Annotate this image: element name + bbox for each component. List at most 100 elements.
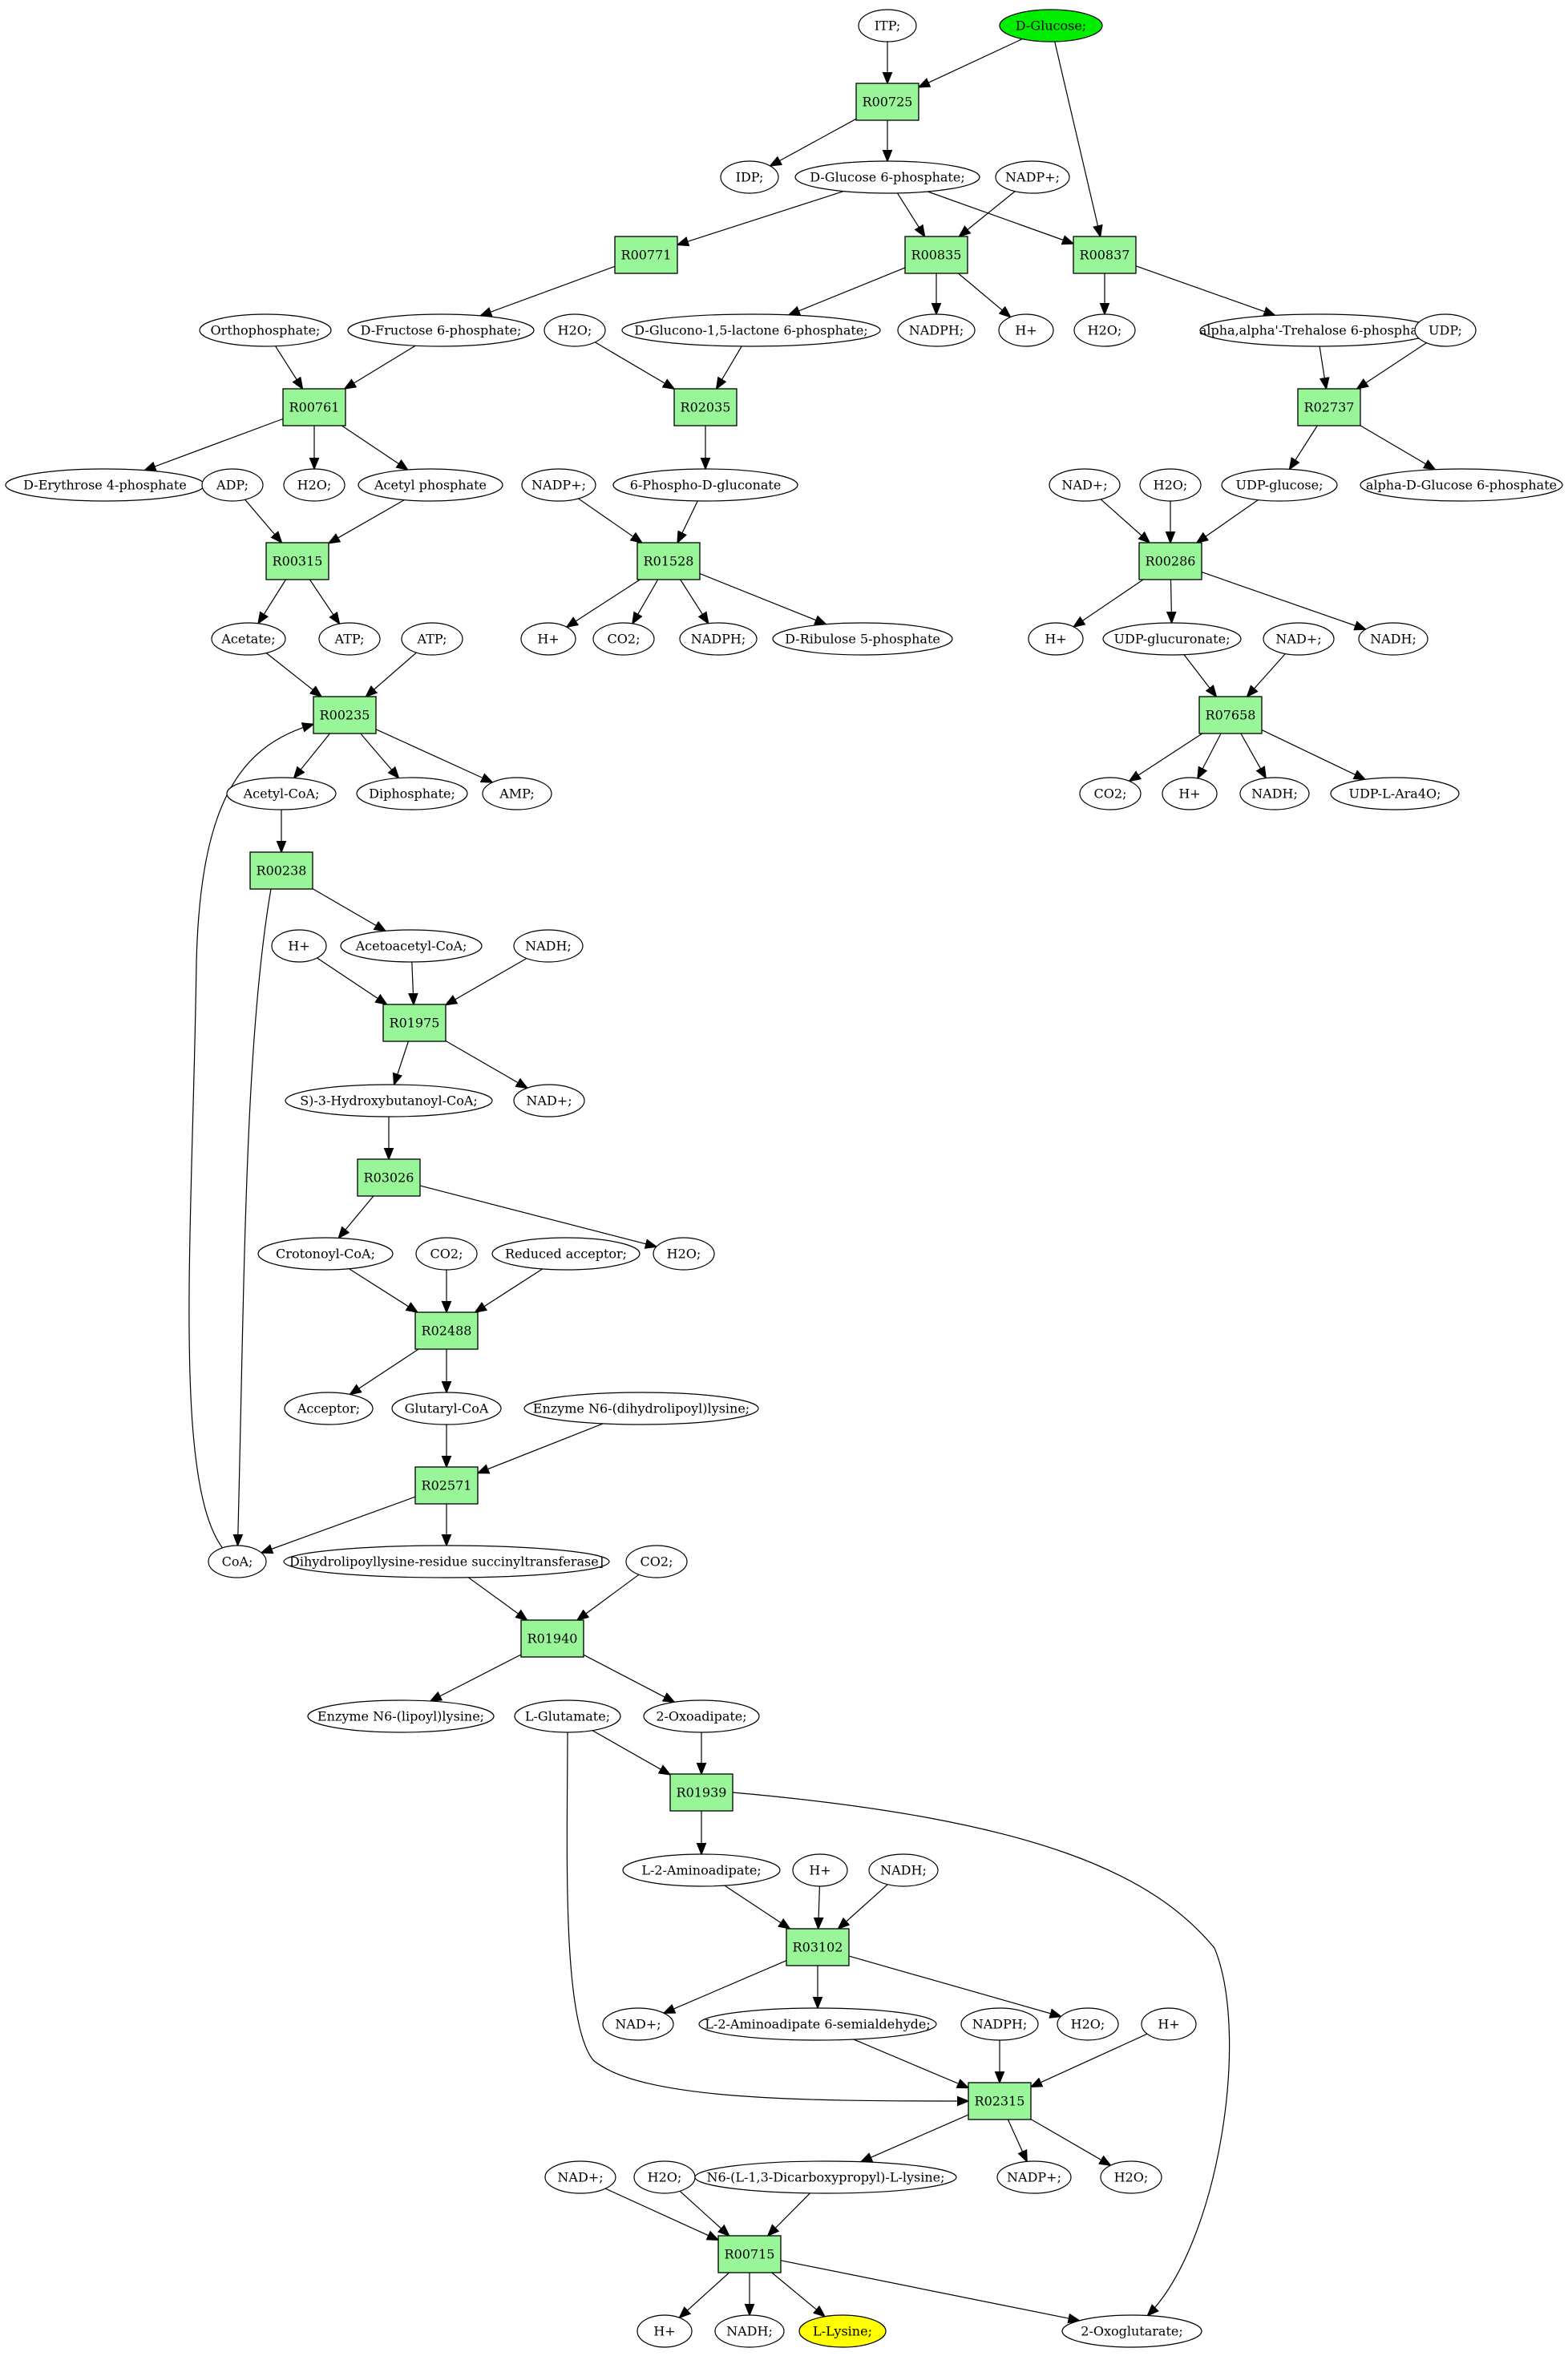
reaction-node-R02488[interactable]: R02488	[414, 1311, 479, 1350]
compound-node-redacc[interactable]: Reduced acceptor;	[491, 1237, 641, 1271]
compound-node-acceptor[interactable]: Acceptor;	[284, 1392, 374, 1425]
compound-node-nadph_d[interactable]: NADPH;	[960, 2007, 1039, 2041]
compound-node-f6p[interactable]: D-Fructose 6-phosphate;	[347, 313, 535, 347]
compound-node-llysine[interactable]: L-Lysine;	[798, 2314, 887, 2348]
reaction-node-R00286[interactable]: R00286	[1138, 542, 1202, 580]
compound-node-lglutamate[interactable]: L-Glutamate;	[514, 1699, 621, 1733]
compound-node-co2_c[interactable]: CO2;	[415, 1237, 478, 1271]
compound-node-nadh_a[interactable]: NADH;	[1358, 622, 1429, 656]
reaction-node-R00835[interactable]: R00835	[904, 236, 968, 274]
reaction-node-R00235[interactable]: R00235	[313, 696, 377, 734]
compound-node-ag6p[interactable]: alpha-D-Glucose 6-phosphate	[1360, 468, 1563, 502]
compound-node-nadh_c[interactable]: NADH;	[513, 929, 584, 963]
reaction-node-R00315[interactable]: R00315	[265, 542, 329, 580]
compound-node-amp[interactable]: AMP;	[482, 777, 552, 810]
reaction-node-R00725[interactable]: R00725	[855, 83, 919, 121]
compound-node-co2_a[interactable]: CO2;	[592, 622, 655, 656]
compound-node-hplus_d[interactable]: H+	[1162, 777, 1218, 810]
compound-node-acetate[interactable]: Acetate;	[211, 622, 286, 656]
compound-node-nadp1[interactable]: NADP+;	[995, 160, 1070, 194]
compound-node-h2o_a[interactable]: H2O;	[544, 313, 606, 347]
compound-node-aminoadipate[interactable]: L-2-Aminoadipate;	[622, 1853, 781, 1887]
compound-node-oxoglutarate[interactable]: 2-Oxoglutarate;	[1061, 2314, 1202, 2348]
compound-node-h2o_b[interactable]: H2O;	[1073, 313, 1136, 347]
compound-node-diphosphate[interactable]: Diphosphate;	[356, 777, 468, 810]
reaction-node-R02035[interactable]: R02035	[673, 388, 738, 426]
compound-node-hydroxybut[interactable]: S)-3-Hydroxybutanoyl-CoA;	[285, 1084, 493, 1117]
compound-node-g6p[interactable]: D-Glucose 6-phosphate;	[794, 160, 980, 194]
compound-node-erythrose[interactable]: D-Erythrose 4-phosphate	[5, 468, 205, 502]
reaction-node-R00715[interactable]: R00715	[717, 2235, 782, 2273]
compound-node-nadph_c[interactable]: NADH;	[868, 1853, 939, 1887]
compound-node-udpara[interactable]: UDP-L-Ara4O;	[1330, 777, 1460, 810]
compound-node-nad_e[interactable]: NAD+;	[544, 2160, 616, 2194]
compound-node-hplus_h[interactable]: H+	[636, 2314, 693, 2348]
compound-node-oxoadipate[interactable]: 2-Oxoadipate;	[643, 1699, 760, 1733]
compound-node-h2o_c[interactable]: H2O;	[283, 468, 346, 502]
compound-node-nadh_b[interactable]: NADH;	[1239, 777, 1310, 810]
compound-node-enzdihydro[interactable]: Enzyme N6-(dihydrolipoyl)lysine;	[523, 1392, 759, 1425]
compound-node-phosphogluconate[interactable]: 6-Phospho-D-gluconate	[612, 468, 798, 502]
compound-node-acetylcoa[interactable]: Acetyl-CoA;	[226, 777, 337, 810]
reaction-node-R03026[interactable]: R03026	[357, 1158, 421, 1197]
compound-node-nad_d[interactable]: NAD+;	[602, 2007, 674, 2041]
compound-node-acetoacetyl[interactable]: Acetoacetyl-CoA;	[340, 929, 483, 963]
reaction-node-R07658[interactable]: R07658	[1198, 696, 1263, 734]
compound-node-adp[interactable]: ADP;	[201, 468, 264, 502]
reaction-node-R01939[interactable]: R01939	[669, 1773, 733, 1812]
compound-node-h2o_d[interactable]: H2O;	[1139, 468, 1202, 502]
compound-node-udp[interactable]: UDP;	[1414, 313, 1477, 347]
reaction-node-R01940[interactable]: R01940	[520, 1619, 584, 1658]
compound-node-nadp3[interactable]: NADP+;	[996, 2160, 1072, 2194]
compound-node-coa[interactable]: CoA;	[208, 1545, 267, 1578]
reaction-node-R03102[interactable]: R03102	[786, 1928, 850, 1966]
compound-node-ortho[interactable]: Orthophosphate;	[199, 313, 332, 347]
compound-node-dihydrolipoyl[interactable]: Dihydrolipoyllysine-residue succinyltran…	[283, 1545, 610, 1578]
reaction-node-R00761[interactable]: R00761	[282, 388, 346, 426]
compound-node-saccharopine[interactable]: N6-(L-1,3-Dicarboxypropyl)-L-lysine;	[694, 2160, 957, 2194]
compound-node-atp_a[interactable]: ATP;	[318, 622, 381, 656]
compound-node-acetylp[interactable]: Acetyl phosphate	[358, 468, 503, 502]
reaction-node-R02737[interactable]: R02737	[1297, 388, 1361, 426]
compound-node-glucono[interactable]: D-Glucono-1,5-lactone 6-phosphate;	[621, 313, 881, 347]
compound-node-hplus_e[interactable]: H+	[271, 929, 327, 963]
compound-node-trehalose6p[interactable]: alpha,alpha'-Trehalose 6-phosphate;	[1199, 313, 1435, 347]
compound-node-co2_b[interactable]: CO2;	[1079, 777, 1142, 810]
compound-node-hplus_f[interactable]: H+	[792, 1853, 848, 1887]
compound-node-semialdehyde[interactable]: L-2-Aminoadipate 6-semialdehyde;	[698, 2007, 937, 2041]
compound-node-itp[interactable]: ITP;	[858, 9, 917, 42]
compound-node-idp[interactable]: IDP;	[720, 160, 779, 194]
compound-node-hplus_c[interactable]: H+	[1028, 622, 1084, 656]
compound-node-nad_b[interactable]: NAD+;	[1263, 622, 1335, 656]
compound-node-h2o_e[interactable]: H2O;	[653, 1237, 715, 1271]
reaction-node-R00771[interactable]: R00771	[614, 236, 678, 274]
compound-node-nadh_d[interactable]: NADH;	[714, 2314, 785, 2348]
compound-node-h2o_g[interactable]: H2O;	[633, 2160, 696, 2194]
reaction-node-R01528[interactable]: R01528	[636, 542, 701, 580]
compound-node-nadph_a[interactable]: NADPH;	[897, 313, 976, 347]
reaction-node-R00238[interactable]: R00238	[249, 851, 313, 890]
compound-node-nad_a[interactable]: NAD+;	[1049, 468, 1121, 502]
reaction-node-R02571[interactable]: R02571	[414, 1466, 479, 1505]
compound-node-glutarylcoa[interactable]: Glutaryl-CoA	[391, 1392, 502, 1425]
compound-node-nad_c[interactable]: NAD+;	[513, 1084, 585, 1117]
compound-node-udpglucose[interactable]: UDP-glucose;	[1221, 468, 1338, 502]
compound-node-co2_d[interactable]: CO2;	[625, 1545, 688, 1578]
reaction-node-R00837[interactable]: R00837	[1073, 236, 1137, 274]
compound-node-hplus_a[interactable]: H+	[998, 313, 1054, 347]
compound-node-udpgluc[interactable]: UDP-glucuronate;	[1102, 622, 1242, 656]
compound-node-dglucose[interactable]: D-Glucose;	[999, 9, 1103, 42]
reaction-node-R01975[interactable]: R01975	[382, 1004, 447, 1042]
compound-node-hplus_b[interactable]: H+	[520, 622, 576, 656]
compound-node-h2o_f[interactable]: H2O;	[1057, 2007, 1119, 2041]
compound-node-ribulose[interactable]: D-Ribulose 5-phosphate	[772, 622, 953, 656]
compound-node-nadph_b[interactable]: NADPH;	[679, 622, 758, 656]
compound-node-crotonoyl[interactable]: Crotonoyl-CoA;	[257, 1237, 394, 1271]
reaction-node-R02315[interactable]: R02315	[968, 2082, 1032, 2120]
edge-R00286-to-udpgluc	[1171, 579, 1172, 623]
compound-node-atp_b[interactable]: ATP;	[401, 622, 463, 656]
compound-node-h2o_h[interactable]: H2O;	[1100, 2160, 1162, 2194]
compound-node-nadp2[interactable]: NADP+;	[521, 468, 596, 502]
compound-node-enzlipoyl[interactable]: Enzyme N6-(lipoyl)lysine;	[307, 1699, 495, 1733]
compound-node-hplus_g[interactable]: H+	[1141, 2007, 1197, 2041]
